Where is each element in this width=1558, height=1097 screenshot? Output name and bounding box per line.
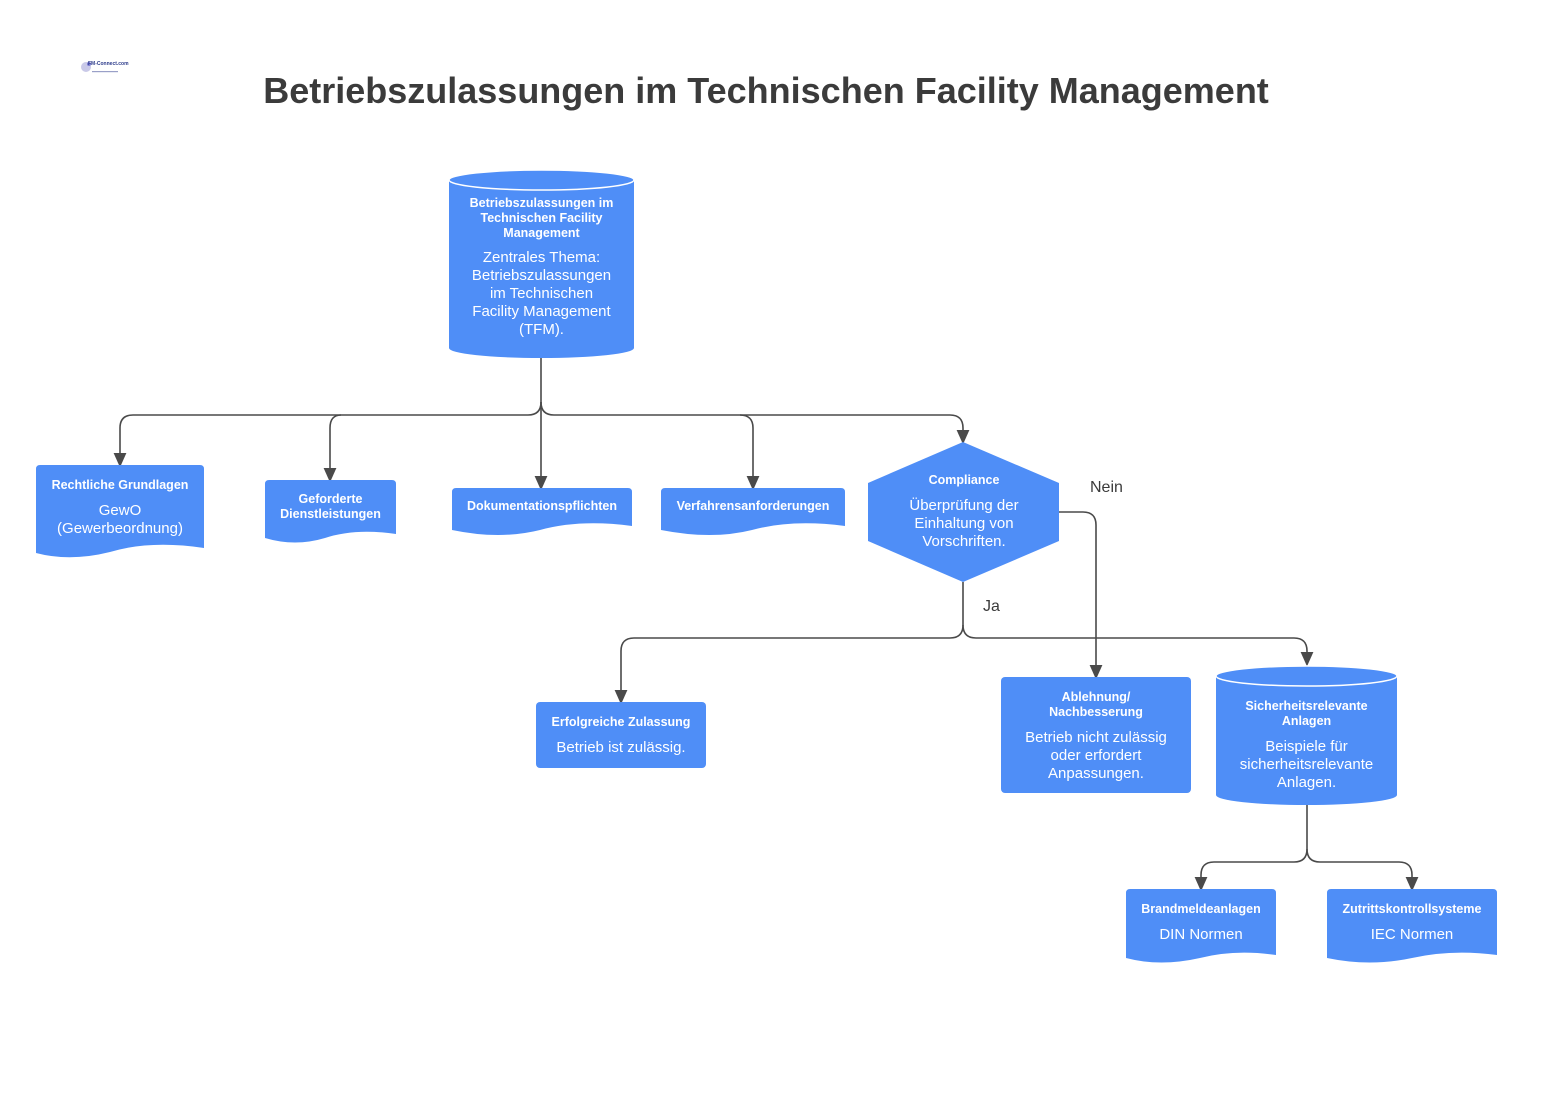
node-sicherheit[interactable]: Sicherheitsrelevante Anlagen Beispiele f… xyxy=(1216,692,1397,792)
node-geforderte-title: Geforderte Dienstleistungen xyxy=(280,492,381,521)
node-sicherheit-body: Beispiele für sicherheitsrelevante Anlag… xyxy=(1239,738,1374,791)
node-erfolgreich-shape xyxy=(536,702,706,768)
edge-label-ja: Ja xyxy=(983,598,1000,615)
node-dokumentation-title: Dokumentationspflichten xyxy=(466,499,617,513)
node-ablehnung-title: Ablehnung/ Nachbesserung xyxy=(1049,690,1143,719)
node-compliance-shape xyxy=(868,442,1059,582)
edge-label-nein: Nein xyxy=(1090,479,1123,496)
node-brandmelde[interactable]: Brandmeldeanlagen DIN Normen xyxy=(1126,889,1276,951)
node-main-title: Betriebszulassungen im Technischen Facil… xyxy=(469,196,614,240)
edge-ja-to-sicherheit xyxy=(962,624,1314,667)
node-brandmelde-shape xyxy=(1126,889,1276,963)
node-zutritt-title: Zutrittskontrollsysteme xyxy=(1342,902,1482,916)
node-rechtliche-body: GewO (Gewerbeordnung) xyxy=(57,502,183,537)
node-zutritt-shape xyxy=(1327,889,1497,963)
edge-to-brandmelde xyxy=(1194,848,1308,892)
node-main-cylinder-shape xyxy=(448,169,635,359)
node-ablehnung[interactable]: Ablehnung/ Nachbesserung Betrieb nicht z… xyxy=(1001,677,1191,793)
node-dokumentation[interactable]: Dokumentationspflichten xyxy=(452,494,632,522)
logo-icon xyxy=(81,62,118,73)
node-rechtliche-title: Rechtliche Grundlagen xyxy=(51,478,189,492)
node-ablehnung-body: Betrieb nicht zulässig oder erfordert An… xyxy=(1025,729,1167,782)
node-verfahren-title: Verfahrensanforderungen xyxy=(676,499,830,513)
node-geforderte[interactable]: Geforderte Dienstleistungen xyxy=(265,486,396,530)
node-rechtliche[interactable]: Rechtliche Grundlagen GewO (Gewerbeordnu… xyxy=(36,470,204,542)
edge-to-rechtliche xyxy=(113,401,542,468)
node-main-body: Zentrales Thema: Betriebszulassungen im … xyxy=(471,249,612,338)
node-dokumentation-shape xyxy=(452,488,632,535)
node-erfolgreich[interactable]: Erfolgreiche Zulassung Betrieb ist zuläs… xyxy=(536,702,706,768)
edge-nein-to-ablehnung xyxy=(1059,511,1103,680)
node-zutritt[interactable]: Zutrittskontrollsysteme IEC Normen xyxy=(1327,889,1497,951)
node-ablehnung-shape xyxy=(1001,677,1191,793)
node-verfahren-shape xyxy=(661,488,845,535)
edge-to-verfahren xyxy=(540,401,760,491)
page-title: Betriebszulassungen im Technischen Facil… xyxy=(263,70,1269,111)
edge-to-zutritt xyxy=(1306,848,1419,892)
edge-ja-to-erfolgreich xyxy=(614,624,964,705)
node-brandmelde-title: Brandmeldeanlagen xyxy=(1141,902,1261,916)
node-compliance-body: Überprüfung der Einhaltung von Vorschrif… xyxy=(909,497,1019,550)
node-erfolgreich-body: Betrieb ist zulässig. xyxy=(556,739,686,756)
node-sicherheit-cylinder-shape xyxy=(1215,665,1398,806)
node-main[interactable]: Betriebszulassungen im Technischen Facil… xyxy=(455,196,628,346)
node-erfolgreich-title: Erfolgreiche Zulassung xyxy=(551,715,691,729)
node-rechtliche-shape xyxy=(36,465,204,558)
node-compliance-title: Compliance xyxy=(928,473,1000,487)
node-sicherheit-title: Sicherheitsrelevante Anlagen xyxy=(1245,699,1368,728)
node-brandmelde-body: DIN Normen xyxy=(1159,926,1243,943)
node-compliance[interactable]: Compliance Überprüfung der Einhaltung vo… xyxy=(880,470,1048,560)
edge-to-compliance xyxy=(740,414,970,445)
edge-to-geforderte xyxy=(323,414,342,483)
node-geforderte-shape xyxy=(265,480,396,543)
logo-text: FM-Connect.com xyxy=(88,61,129,67)
node-zutritt-body: IEC Normen xyxy=(1370,926,1454,943)
node-verfahren[interactable]: Verfahrensanforderungen xyxy=(661,494,845,522)
